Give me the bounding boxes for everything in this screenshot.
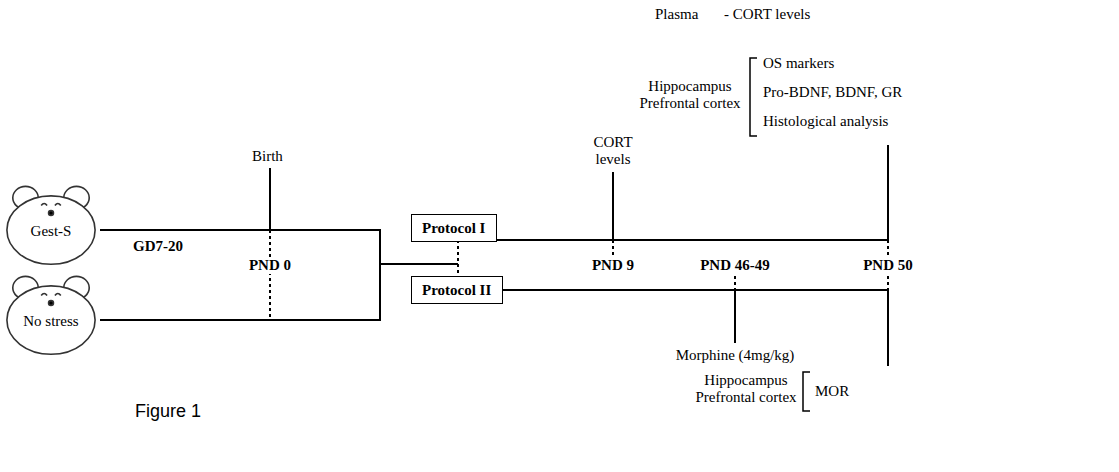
text-label: - CORT levels (724, 6, 810, 23)
text-label: OS markers (763, 55, 834, 72)
mouse-part (49, 301, 54, 306)
bracket (750, 58, 757, 136)
mouse-part (55, 204, 61, 206)
text-label: Birth (252, 148, 283, 165)
timeline-line (100, 319, 380, 321)
mouse-part (7, 196, 95, 264)
timeline-line (457, 289, 889, 291)
tick-line (887, 276, 889, 290)
text-label: Plasma (655, 6, 698, 23)
tick-line (612, 240, 614, 255)
tick-line (887, 145, 889, 240)
tick-line (887, 290, 889, 366)
mouse-part (55, 294, 61, 296)
timeline-line (100, 229, 380, 231)
text-label: PND 46-49 (695, 257, 775, 274)
text-label: GD7-20 (133, 238, 183, 255)
node-text: No stress (23, 313, 78, 330)
node-text: Protocol I (422, 219, 486, 237)
mouse-node: No stress (2, 265, 100, 360)
text-label: PND 0 (243, 257, 297, 274)
mouse-outline (2, 265, 100, 360)
tick-line (887, 240, 889, 255)
mouse-part (49, 211, 54, 216)
protocol-box: Protocol I (411, 214, 497, 242)
text-label: PND 50 (856, 257, 920, 274)
tick-line (612, 172, 614, 240)
merge-line (379, 229, 381, 321)
text-label: CORT levels (583, 134, 643, 168)
timeline-line (457, 239, 889, 241)
node-text: Gest-S (31, 223, 72, 240)
mouse-outline (2, 175, 100, 270)
tick-line (734, 290, 736, 343)
mouse-part (41, 204, 47, 206)
text-label: Morphine (4mg/kg) (660, 347, 810, 364)
protocol-box: Protocol II (411, 276, 503, 304)
text-label: MOR (815, 383, 849, 400)
tick-line (734, 276, 736, 290)
tick-line (269, 168, 271, 230)
text-label: Pro-BDNF, BDNF, GR (763, 84, 902, 101)
text-label: Hippocampus Prefrontal cortex (634, 78, 746, 112)
bracket (803, 372, 810, 411)
mouse-node: Gest-S (2, 175, 100, 270)
mouse-part (41, 294, 47, 296)
text-label: Histological analysis (763, 113, 888, 130)
text-label: PND 9 (583, 257, 643, 274)
node-text: Protocol II (422, 281, 492, 299)
text-label: Figure 1 (135, 400, 201, 422)
text-label: Hippocampus Prefrontal cortex (690, 372, 802, 406)
tick-line (269, 230, 271, 320)
timeline-line (380, 263, 458, 265)
mouse-part (7, 286, 95, 354)
